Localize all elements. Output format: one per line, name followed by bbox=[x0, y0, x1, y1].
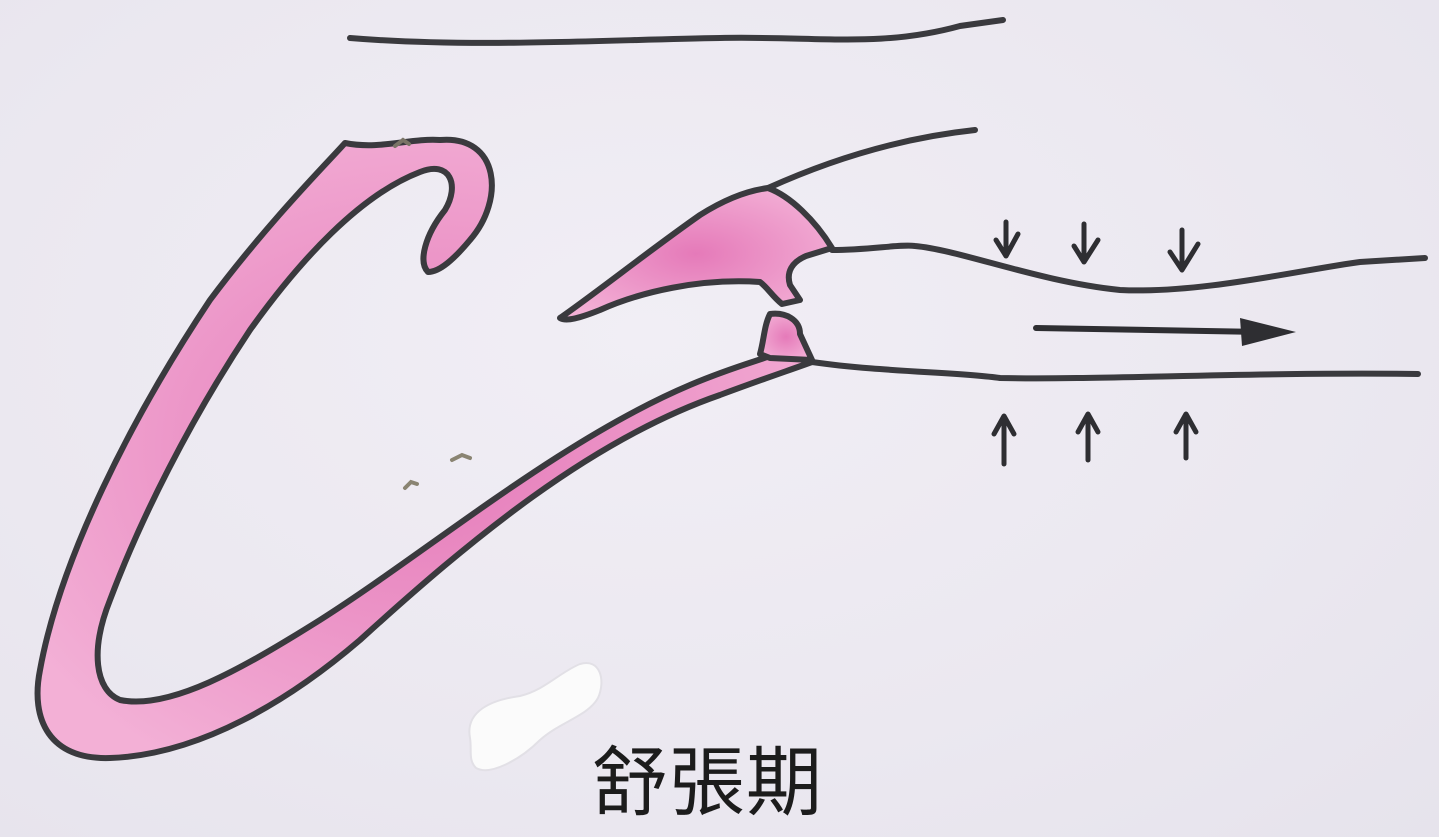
arrow-up-icon bbox=[1176, 414, 1196, 458]
pencil-mark bbox=[452, 455, 470, 460]
arrow-up-icon bbox=[994, 416, 1014, 464]
upper-wall-line bbox=[350, 20, 1003, 43]
aorta-upper-wall bbox=[768, 130, 975, 188]
arrow-down-icon bbox=[1074, 224, 1098, 262]
correction-fluid-mark bbox=[469, 663, 601, 770]
pencil-mark bbox=[405, 482, 417, 488]
aorta-lower-lumen-line bbox=[812, 362, 1418, 378]
aorta-upper-lumen-line bbox=[832, 246, 1425, 291]
valve-leaflet-lower bbox=[760, 314, 812, 360]
diagram-caption: 舒張期 bbox=[592, 738, 862, 828]
valve-leaflet-upper bbox=[560, 188, 832, 320]
arrow-up-icon bbox=[1078, 414, 1098, 460]
arrow-down-icon bbox=[1170, 230, 1198, 270]
arrow-down-icon bbox=[996, 222, 1018, 256]
flow-arrow-icon bbox=[1036, 318, 1296, 346]
